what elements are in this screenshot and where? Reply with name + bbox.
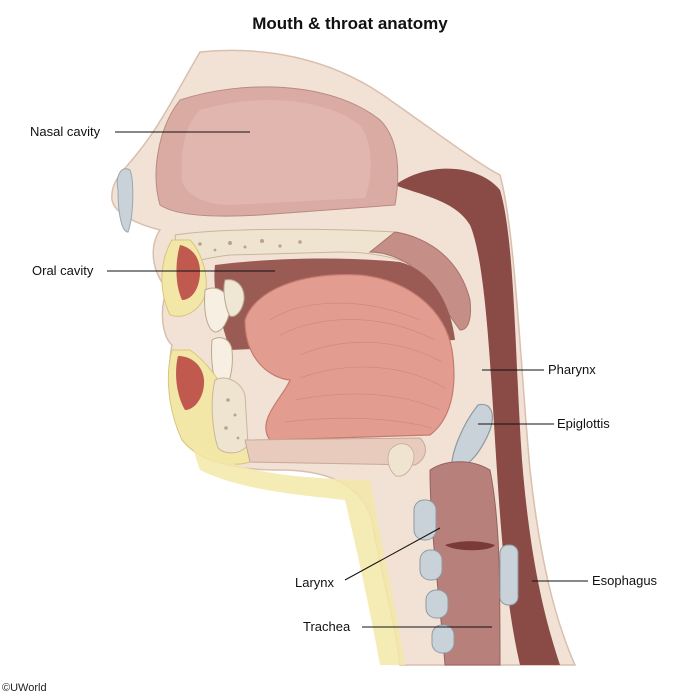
epiglottis [451, 403, 493, 471]
neck-fat-layer [190, 440, 405, 665]
tongue [244, 274, 455, 441]
label-leader-lines [107, 131, 588, 628]
upper-incisor [204, 287, 231, 333]
tongue-striations [269, 302, 446, 429]
leader-larynx [344, 527, 441, 581]
mandible-bone-texture [224, 398, 240, 440]
upper-canine [223, 279, 245, 317]
pharynx-wall [395, 168, 560, 666]
nasal-cavity-inner [181, 100, 371, 205]
label-larynx: Larynx [295, 575, 335, 590]
copyright-notice: ©UWorld [2, 682, 47, 694]
vocal-fold [445, 541, 495, 551]
hyoid-bone [387, 443, 415, 477]
floor-of-mouth [244, 437, 426, 466]
label-pharynx: Pharynx [548, 362, 596, 377]
tracheal-cartilage-rings [413, 499, 455, 654]
label-esophagus: Esophagus [592, 573, 658, 588]
lower-lip-muscle [176, 356, 205, 410]
nasal-cartilage [116, 168, 134, 233]
label-nasal-cavity: Nasal cavity [30, 124, 101, 139]
esophagus-tube [499, 544, 519, 606]
label-oral-cavity: Oral cavity [32, 263, 94, 278]
figure-title: Mouth & throat anatomy [252, 14, 448, 33]
mandible [211, 377, 249, 454]
label-trachea: Trachea [303, 619, 351, 634]
label-epiglottis: Epiglottis [557, 416, 610, 431]
upper-lip-muscle [176, 245, 200, 300]
